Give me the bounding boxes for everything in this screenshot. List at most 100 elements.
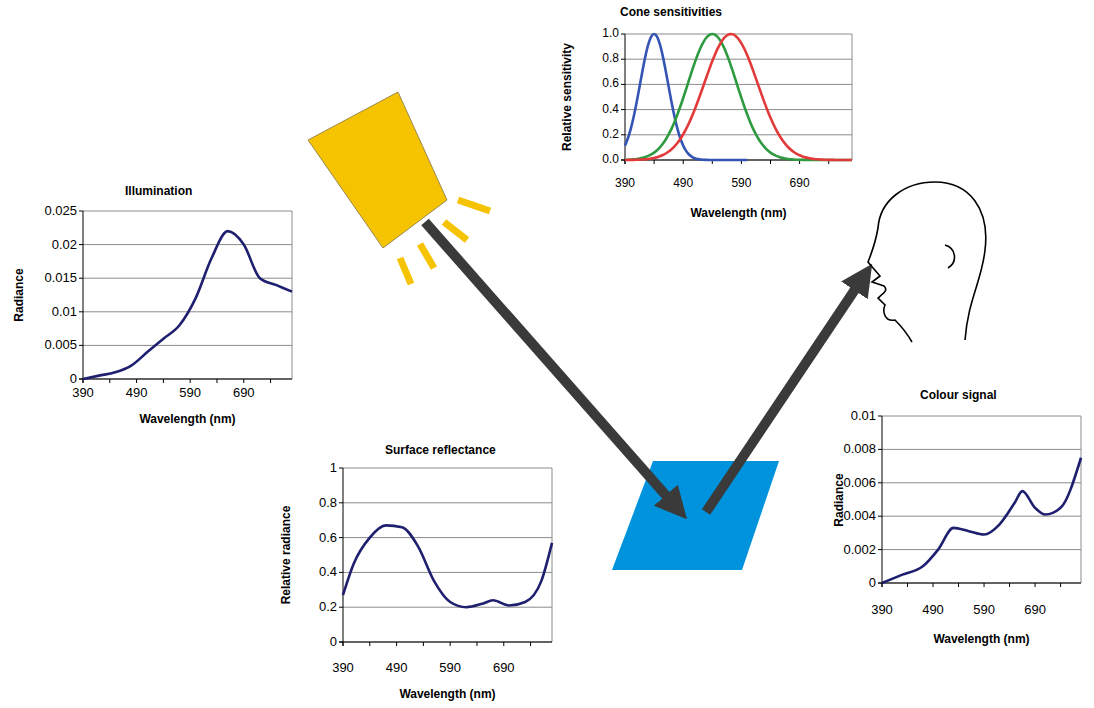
tick-mark	[343, 642, 344, 646]
tick-mark	[621, 59, 625, 60]
tick-label: 0.005	[44, 338, 77, 353]
light-arrow	[425, 222, 670, 500]
tick-label: 390	[615, 177, 635, 191]
tick-label: 0	[869, 576, 876, 591]
gridline	[343, 607, 552, 608]
chart-panel: Surface reflectanceRelative radianceWave…	[272, 440, 560, 706]
tick-label: 0	[330, 635, 337, 650]
axis-title: Radiance	[13, 268, 27, 321]
tick-label: 0.4	[602, 103, 619, 117]
axis-title: Wavelength (nm)	[399, 688, 495, 702]
tick-label: 490	[922, 603, 944, 618]
tick-mark	[339, 502, 343, 503]
gridline	[882, 416, 1081, 417]
tick-mark	[216, 379, 217, 383]
tick-label: 0.2	[319, 600, 337, 615]
chart-plot	[339, 468, 552, 646]
gridline	[625, 34, 852, 35]
chart-title: Illumination	[125, 185, 192, 199]
gridline	[625, 134, 852, 135]
plot-border	[292, 211, 293, 379]
chart-title: Colour signal	[920, 389, 997, 403]
spectrum-curve	[83, 231, 292, 379]
tick-mark	[270, 379, 271, 383]
chart-graphics	[79, 34, 1081, 646]
tick-mark	[1009, 583, 1010, 587]
tick-mark	[79, 345, 83, 346]
tick-mark	[933, 583, 934, 587]
tick-mark	[878, 583, 882, 584]
plot-border	[552, 468, 553, 642]
gridline	[625, 59, 852, 60]
gridline	[343, 502, 552, 503]
gridline	[343, 468, 552, 469]
tick-mark	[369, 642, 370, 646]
tick-mark	[423, 642, 424, 646]
tick-label: 0.002	[843, 542, 876, 557]
tick-label: 590	[731, 177, 751, 191]
chart-plot	[878, 416, 1081, 587]
tick-label: 0.4	[319, 565, 337, 580]
tick-label: 690	[493, 661, 515, 676]
chart-plot	[621, 34, 852, 164]
tick-mark	[878, 516, 882, 517]
tick-label: 0.01	[52, 304, 77, 319]
tick-label: 1.0	[602, 27, 619, 41]
y-axis	[882, 416, 883, 587]
tick-mark	[339, 642, 343, 643]
tick-label: 0.2	[602, 128, 619, 142]
chart-plot	[79, 211, 292, 383]
observer-head	[868, 182, 986, 342]
spectrum-curve	[343, 525, 552, 607]
tick-mark	[984, 583, 985, 587]
tick-mark	[1035, 583, 1036, 587]
gridline	[882, 482, 1081, 483]
tick-mark	[958, 583, 959, 587]
tick-mark	[339, 572, 343, 573]
blue-surface	[612, 461, 779, 570]
tick-mark	[621, 134, 625, 135]
plot-border	[1081, 416, 1082, 583]
tick-label: 0.004	[843, 509, 876, 524]
gridline	[625, 109, 852, 110]
tick-mark	[190, 379, 191, 383]
spectrum-curve	[882, 458, 1081, 583]
tick-label: 0.006	[843, 475, 876, 490]
spectrum-curve	[625, 34, 747, 160]
tick-label: 0.025	[44, 204, 77, 219]
tick-label: 0.6	[602, 77, 619, 91]
gridline	[83, 211, 292, 212]
tick-label: 490	[386, 661, 408, 676]
tick-label: 0.6	[319, 530, 337, 545]
tick-mark	[530, 642, 531, 646]
chart-panel: IlluminationRadianceWavelength (nm)00.00…	[5, 180, 300, 432]
tick-mark	[683, 160, 684, 164]
tick-mark	[339, 468, 343, 469]
tick-label: 390	[72, 386, 94, 401]
tick-mark	[243, 379, 244, 383]
tick-label: 0.008	[843, 442, 876, 457]
gridline	[83, 244, 292, 245]
tick-mark	[163, 379, 164, 383]
chart-title: Cone sensitivities	[620, 6, 722, 20]
chart-panel: Cone sensitivitiesRelative sensitivityWa…	[555, 2, 860, 228]
tick-mark	[109, 379, 110, 383]
tick-mark	[476, 642, 477, 646]
tick-mark	[79, 379, 83, 380]
tick-label: 590	[439, 661, 461, 676]
tick-label: 390	[871, 603, 893, 618]
tick-label: 0.02	[52, 237, 77, 252]
gridline	[83, 345, 292, 346]
tick-mark	[339, 537, 343, 538]
gridline	[625, 84, 852, 85]
tick-label: 590	[179, 386, 201, 401]
y-axis	[343, 468, 344, 646]
tick-mark	[878, 416, 882, 417]
tick-label: 490	[126, 386, 148, 401]
tick-label: 1	[330, 461, 337, 476]
axis-title: Wavelength (nm)	[933, 633, 1029, 647]
tick-mark	[621, 109, 625, 110]
tick-mark	[621, 84, 625, 85]
spectrum-curve	[625, 34, 852, 160]
tick-label: 390	[332, 661, 354, 676]
